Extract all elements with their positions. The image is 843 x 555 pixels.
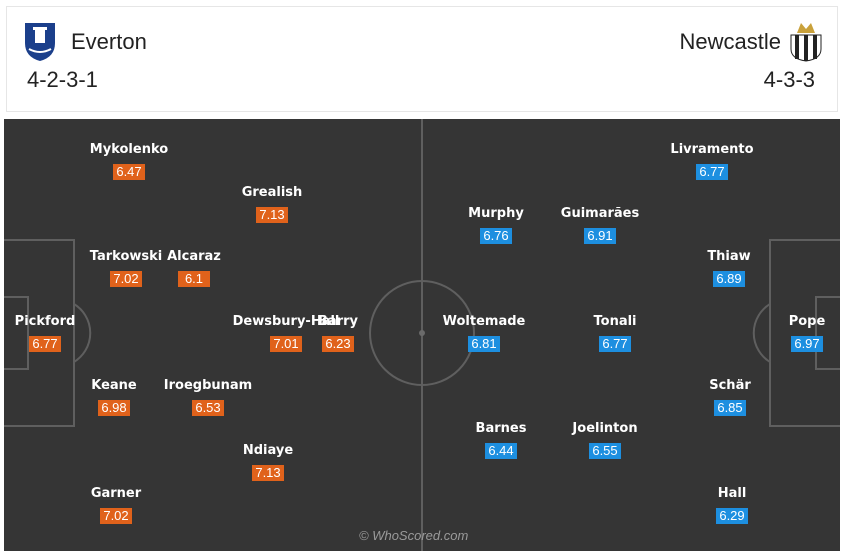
player-name: Joelinton — [572, 421, 638, 436]
player-name: Woltemade — [442, 314, 526, 329]
player-name: Dewsbury-Hall — [232, 314, 340, 329]
pitch-lines — [4, 119, 840, 551]
home-team-name: Everton — [71, 29, 147, 54]
player-name: Garner — [90, 486, 142, 501]
player-rating: 6.47 — [113, 164, 145, 180]
player-name: Tonali — [593, 314, 637, 329]
player-name: Livramento — [670, 142, 754, 157]
player-rating: 6.91 — [584, 228, 616, 244]
watermark: © WhoScored.com — [359, 528, 469, 543]
player-name: Grealish — [241, 185, 303, 200]
player-name: Hall — [717, 486, 747, 501]
player-rating: 6.97 — [791, 336, 823, 352]
player-name: Schär — [709, 378, 751, 393]
player-name: Alcaraz — [167, 249, 221, 264]
player-rating: 6.1 — [178, 271, 210, 287]
player-rating: 7.13 — [256, 207, 288, 223]
newcastle-crest-icon — [790, 23, 822, 62]
player-name: Iroegbunam — [163, 378, 253, 393]
player-name: Pickford — [14, 314, 76, 329]
player-rating: 6.81 — [468, 336, 500, 352]
player-rating: 6.77 — [599, 336, 631, 352]
player-rating: 6.29 — [716, 508, 748, 524]
player-name: Ndiaye — [242, 443, 294, 458]
home-formation: 4-2-3-1 — [27, 67, 98, 92]
player-rating: 6.77 — [696, 164, 728, 180]
player-rating: 6.77 — [29, 336, 61, 352]
player-rating: 7.02 — [100, 508, 132, 524]
match-header: Everton 4-2-3-1 Newcastle 4-3-3 — [6, 6, 838, 112]
player-rating: 6.85 — [714, 400, 746, 416]
player-name: Murphy — [468, 206, 524, 221]
player-name: Mykolenko — [89, 142, 169, 157]
away-team-name: Newcastle — [679, 29, 781, 54]
player-name: Tarkowski — [89, 249, 163, 264]
player-rating: 6.76 — [480, 228, 512, 244]
player-rating: 6.23 — [322, 336, 354, 352]
player-name: Guimarães — [560, 206, 640, 221]
player-rating: 6.89 — [713, 271, 745, 287]
pitch: Mykolenko 6.47 Grealish 7.13 Tarkowski 7… — [4, 119, 840, 551]
player-name: Barry — [318, 314, 358, 329]
player-rating: 7.01 — [270, 336, 302, 352]
player-rating: 6.98 — [98, 400, 130, 416]
player-rating: 6.53 — [192, 400, 224, 416]
player-name: Pope — [788, 314, 826, 329]
player-name: Keane — [91, 378, 137, 393]
everton-crest-icon — [25, 23, 55, 61]
player-rating: 6.44 — [485, 443, 517, 459]
player-rating: 7.13 — [252, 465, 284, 481]
away-formation: 4-3-3 — [763, 67, 815, 92]
player-rating: 6.55 — [589, 443, 621, 459]
player-name: Thiaw — [707, 249, 751, 264]
player-rating: 7.02 — [110, 271, 142, 287]
player-name: Barnes — [475, 421, 527, 436]
